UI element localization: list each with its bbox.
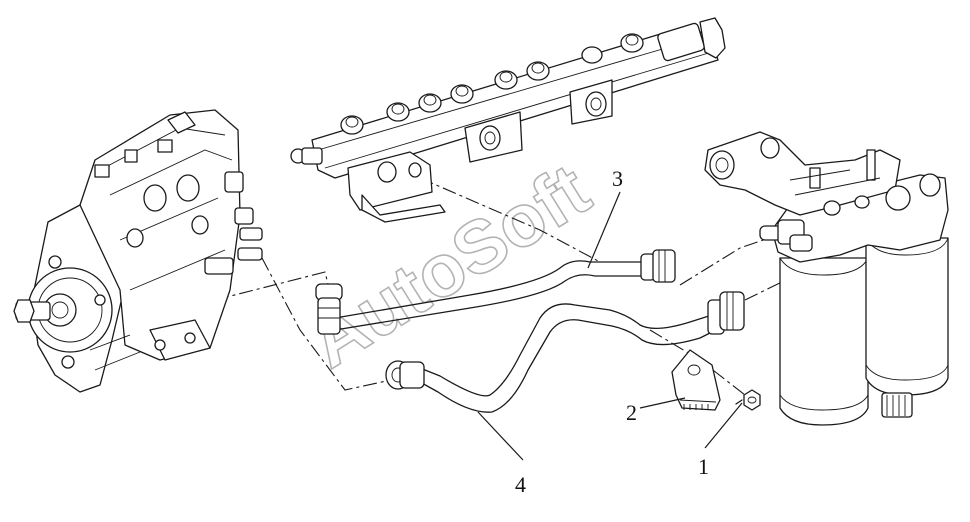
- high-pressure-pump: [13, 109, 263, 393]
- fuel-filter-assembly: [704, 131, 949, 426]
- return-pipe-part-4: [385, 291, 745, 413]
- callout-1: 1: [698, 454, 709, 479]
- callout-3: 3: [612, 166, 623, 191]
- leader-lines: [477, 191, 743, 461]
- callout-2: 2: [626, 400, 637, 425]
- callout-4: 4: [515, 472, 526, 497]
- common-rail: [290, 17, 726, 223]
- bolt-part-1: [735, 389, 761, 411]
- watermark: AutoSoft: [294, 148, 603, 384]
- rail-injector-ports: [340, 33, 644, 135]
- clamp-bracket-part-2: [671, 349, 721, 411]
- fuel-pipe-part-3: [315, 249, 676, 335]
